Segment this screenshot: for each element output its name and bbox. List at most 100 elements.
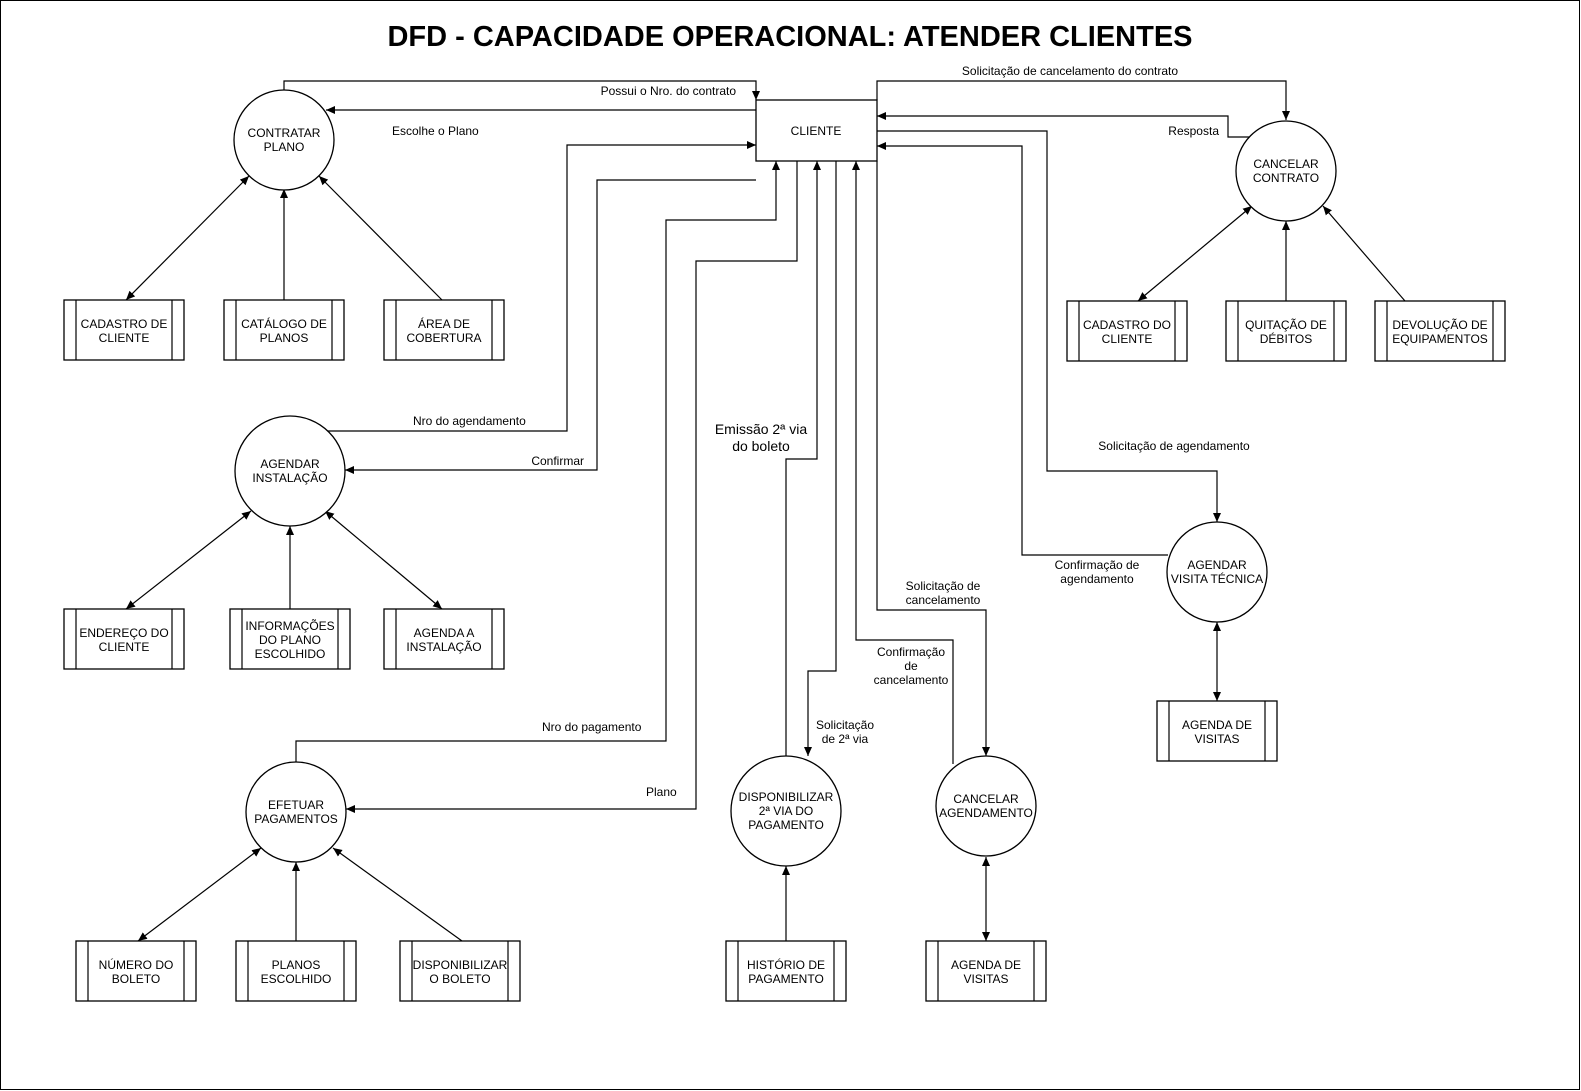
flow-label-nro-do-pagamento: Nro do pagamento bbox=[542, 720, 642, 734]
store-label-line2: ESCOLHIDO bbox=[261, 972, 332, 986]
store-informacoes-do-plano[interactable]: INFORMAÇÕES DO PLANO ESCOLHIDO bbox=[229, 608, 351, 670]
store-catalogo-de-planos[interactable]: CATÁLOGO DE PLANOS bbox=[223, 299, 345, 361]
flow-cancelar-cadastro bbox=[1137, 205, 1253, 302]
store-devolucao-de-equipamentos[interactable]: DEVOLUÇÃO DE EQUIPAMENTOS bbox=[1374, 300, 1506, 362]
flow-agendar-endereco bbox=[125, 510, 252, 610]
process-label-line1: CONTRATAR bbox=[248, 126, 321, 140]
store-box bbox=[63, 299, 185, 361]
flow-label-escolhe-o-plano: Escolhe o Plano bbox=[392, 124, 479, 138]
store-label-line1: INFORMAÇÕES bbox=[245, 618, 334, 633]
flow-efetuar-numero bbox=[137, 847, 262, 942]
process-label-line2: 2ª VIA DO bbox=[759, 804, 813, 818]
process-label-line2: AGENDAMENTO bbox=[939, 806, 1033, 820]
flow-agendar-agenda bbox=[324, 510, 443, 610]
store-label-line2: DÉBITOS bbox=[1260, 331, 1312, 346]
entity-label: CLIENTE bbox=[791, 124, 842, 138]
flow-label-solicitacao-cancelamento-line1: Solicitação de bbox=[906, 579, 981, 593]
flow-label-confirmacao-cancelamento-line2: de bbox=[904, 659, 918, 673]
flow-label-confirmacao-cancelamento-line3: cancelamento bbox=[874, 673, 949, 687]
process-circle bbox=[730, 755, 842, 867]
store-historio-de-pagamento[interactable]: HISTÓRIO DE PAGAMENTO bbox=[725, 940, 847, 1002]
process-label-line1: EFETUAR bbox=[268, 798, 324, 812]
store-label-line2: INSTALAÇÃO bbox=[406, 640, 481, 654]
store-quitacao-de-debitos[interactable]: QUITAÇÃO DE DÉBITOS bbox=[1225, 300, 1347, 362]
flow-solicitacao-cancelamento-contrato bbox=[876, 80, 1290, 120]
process-efetuar-pagamentos[interactable]: EFETUAR PAGAMENTOS bbox=[245, 761, 347, 863]
store-agenda-de-visitas-cancelar[interactable]: AGENDA DE VISITAS bbox=[925, 940, 1047, 1002]
store-endereco-do-cliente[interactable]: ENDEREÇO DO CLIENTE bbox=[63, 608, 185, 670]
store-box bbox=[399, 940, 521, 1002]
flow-label-solicitacao-cancelamento-contrato: Solicitação de cancelamento do contrato bbox=[962, 64, 1178, 78]
store-label-line1: CADASTRO DE bbox=[81, 317, 168, 331]
process-label-line2: PLANO bbox=[264, 140, 305, 154]
process-label-line2: CONTRATO bbox=[1253, 171, 1319, 185]
store-label-line1: AGENDA DE bbox=[951, 958, 1021, 972]
store-label-line3: ESCOLHIDO bbox=[255, 647, 326, 661]
process-agendar-instalacao[interactable]: AGENDAR INSTALAÇÃO bbox=[234, 415, 346, 527]
flow-label-confirmacao-agendamento-line2: agendamento bbox=[1060, 572, 1134, 586]
store-label-line2: O BOLETO bbox=[429, 972, 490, 986]
flow-contratar-cadastro bbox=[125, 175, 250, 301]
store-label-line2: CLIENTE bbox=[99, 331, 150, 345]
store-label-line1: AGENDA DE bbox=[1182, 718, 1252, 732]
flow-resposta bbox=[877, 112, 1250, 138]
process-circle bbox=[233, 89, 335, 191]
process-circle bbox=[935, 755, 1037, 857]
flow-label-resposta: Resposta bbox=[1168, 124, 1219, 138]
process-label-line1: AGENDAR bbox=[1187, 558, 1247, 572]
process-cancelar-agendamento[interactable]: CANCELAR AGENDAMENTO bbox=[935, 755, 1037, 857]
store-cadastro-do-cliente[interactable]: CADASTRO DO CLIENTE bbox=[1066, 300, 1188, 362]
store-label-line1: QUITAÇÃO DE bbox=[1245, 318, 1327, 332]
process-agendar-visita-tecnica[interactable]: AGENDAR VISITA TÉCNICA bbox=[1166, 521, 1268, 623]
process-label-line2: INSTALAÇÃO bbox=[252, 471, 327, 485]
diagram-title: DFD - CAPACIDADE OPERACIONAL: ATENDER CL… bbox=[387, 21, 1192, 53]
store-box bbox=[63, 608, 185, 670]
flow-solicitacao-2via bbox=[804, 161, 837, 756]
process-cancelar-contrato[interactable]: CANCELAR CONTRATO bbox=[1235, 120, 1337, 222]
flow-emissao-2via bbox=[785, 161, 821, 756]
store-agenda-a-instalacao[interactable]: AGENDA A INSTALAÇÃO bbox=[383, 608, 505, 670]
store-agenda-de-visitas-tecnica[interactable]: AGENDA DE VISITAS bbox=[1156, 700, 1278, 762]
flow-confirmar bbox=[345, 179, 756, 474]
store-label-line2: VISITAS bbox=[963, 972, 1008, 986]
process-circle bbox=[1235, 120, 1337, 222]
flow-lines bbox=[125, 80, 1406, 942]
flow-label-solicitacao-2via-line1: Solicitação bbox=[816, 718, 874, 732]
store-label-line2: VISITAS bbox=[1194, 732, 1239, 746]
flow-label-confirmar: Confirmar bbox=[531, 454, 584, 468]
process-contratar-plano[interactable]: CONTRATAR PLANO bbox=[233, 89, 335, 191]
flow-confirmacao-cancelamento bbox=[852, 161, 954, 764]
store-disponibilizar-o-boleto[interactable]: DISPONIBILIZAR O BOLETO bbox=[399, 940, 521, 1002]
flow-possui-nro-contrato bbox=[283, 80, 760, 100]
store-planos-escolhido[interactable]: PLANOS ESCOLHIDO bbox=[235, 940, 357, 1002]
store-label-line1: NÚMERO DO bbox=[99, 957, 174, 972]
store-box bbox=[229, 608, 351, 670]
flow-nro-do-agendamento bbox=[325, 141, 756, 432]
store-label-line2: COBERTURA bbox=[406, 331, 481, 345]
store-box bbox=[383, 299, 505, 361]
store-label-line1: AGENDA A bbox=[414, 626, 475, 640]
process-disponibilizar-2via[interactable]: DISPONIBILIZAR 2ª VIA DO PAGAMENTO bbox=[730, 755, 842, 867]
store-label-line2: EQUIPAMENTOS bbox=[1392, 332, 1488, 346]
store-box bbox=[1066, 300, 1188, 362]
store-cadastro-de-cliente[interactable]: CADASTRO DE CLIENTE bbox=[63, 299, 185, 361]
store-label-line1: ÁREA DE bbox=[418, 316, 470, 331]
store-label-line1: PLANOS bbox=[272, 958, 321, 972]
store-box bbox=[725, 940, 847, 1002]
flow-label-solicitacao-2via-line2: de 2ª via bbox=[822, 732, 869, 746]
flow-disponibilizar-efetuar bbox=[332, 847, 463, 942]
store-label-line1: ENDEREÇO DO bbox=[79, 626, 168, 640]
process-label-line2: VISITA TÉCNICA bbox=[1171, 571, 1263, 586]
entity-cliente[interactable]: CLIENTE bbox=[755, 99, 878, 162]
store-box bbox=[925, 940, 1047, 1002]
flow-nro-do-pagamento bbox=[295, 161, 780, 762]
flow-label-plano: Plano bbox=[646, 785, 677, 799]
flow-plano bbox=[346, 161, 798, 813]
store-box bbox=[1156, 700, 1278, 762]
store-area-de-cobertura[interactable]: ÁREA DE COBERTURA bbox=[383, 299, 505, 361]
flow-label-nro-do-agendamento: Nro do agendamento bbox=[413, 414, 526, 428]
store-label-line1: DISPONIBILIZAR bbox=[413, 958, 508, 972]
store-numero-do-boleto[interactable]: NÚMERO DO BOLETO bbox=[75, 940, 197, 1002]
